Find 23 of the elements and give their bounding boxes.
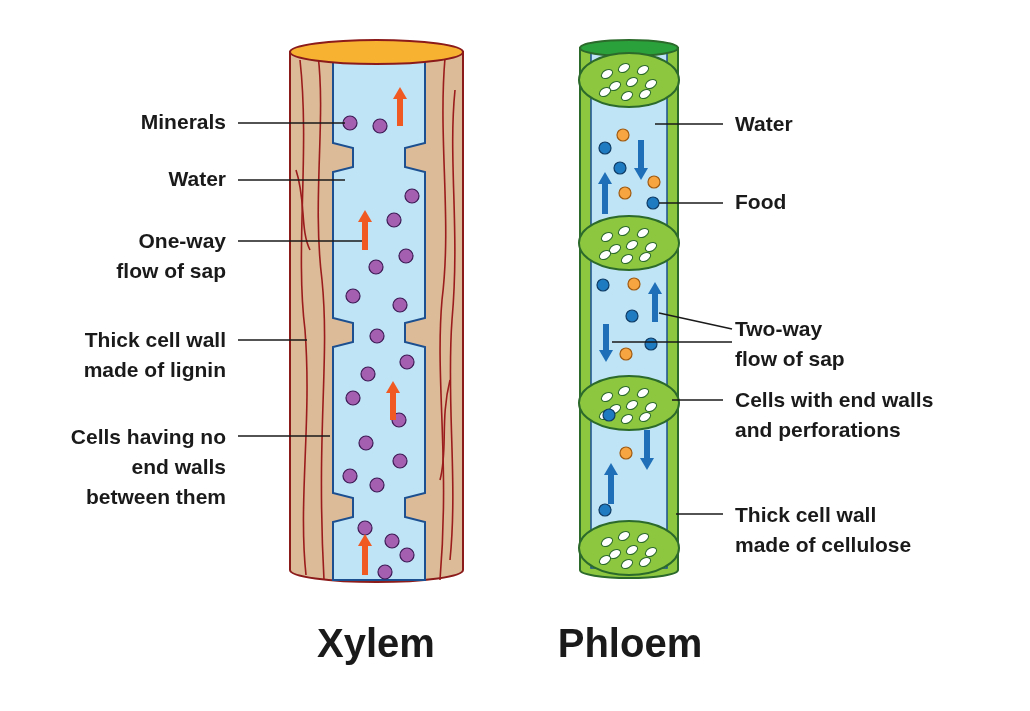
- callout-text: Water: [735, 109, 935, 139]
- leader-line: [237, 339, 308, 341]
- leader-line: [237, 435, 331, 437]
- callout-text: Thick cell wall made of lignin: [26, 325, 226, 385]
- callout-text: Thick cell wall made of cellulose: [735, 500, 920, 560]
- leader-line: [658, 312, 733, 330]
- leader-line: [658, 202, 724, 204]
- callout-text: Two-way flow of sap: [735, 314, 860, 374]
- structure-title: Phloem: [557, 620, 703, 666]
- callout-text: One-way flow of sap: [101, 226, 226, 286]
- leader-line: [237, 179, 346, 181]
- callout-text: Minerals: [26, 107, 226, 137]
- callout-text: Water: [26, 164, 226, 194]
- callout-text: Cells having no end walls between them: [46, 422, 226, 512]
- leader-line: [611, 341, 733, 343]
- structure-title: Xylem: [317, 620, 435, 666]
- callout-text: Food: [735, 187, 935, 217]
- leader-line: [675, 513, 724, 515]
- leader-line: [654, 123, 724, 125]
- leader-line: [237, 240, 363, 242]
- leader-line: [237, 122, 346, 124]
- callout-text: Cells with end walls and perforations: [735, 385, 950, 445]
- leader-line: [671, 399, 724, 401]
